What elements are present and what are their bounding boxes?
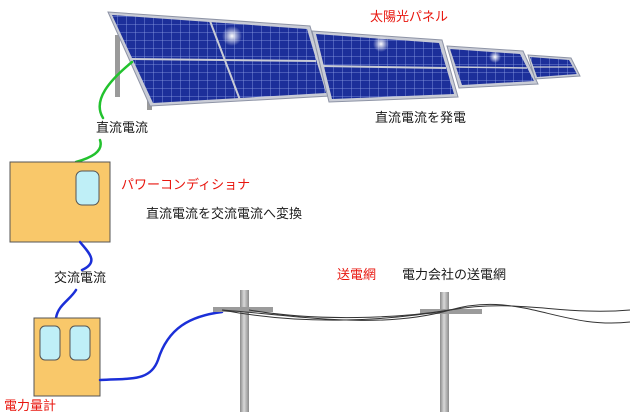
meter-label: 電力量計: [4, 399, 57, 414]
electricity-meter-box: [33, 317, 101, 397]
meter-to-grid-cable: [98, 310, 224, 382]
conditioner-display-window: [75, 170, 100, 206]
grid-label: 送電網: [337, 268, 377, 283]
power-conditioner-label: パワーコンディショナ: [121, 178, 251, 193]
power-conditioner-box: [9, 161, 111, 243]
solar-panel-label: 太陽光パネル: [370, 10, 449, 25]
solar-panel-3: [446, 45, 539, 89]
power-lines: [221, 303, 630, 324]
dc-generation-label: 直流電流を発電: [375, 111, 467, 126]
solar-panel-4: [527, 54, 581, 80]
utility-pole-2: [420, 292, 482, 412]
meter-window-right: [69, 325, 91, 361]
utility-grid-label: 電力会社の送電網: [402, 268, 507, 283]
ac-cable: [54, 240, 93, 320]
solar-panel-1: [107, 11, 331, 107]
ac-current-label: 交流電流: [54, 271, 107, 286]
meter-window-left: [39, 325, 61, 361]
dc-cable: [74, 60, 134, 164]
dc-current-label: 直流電流: [96, 121, 149, 136]
utility-pole-1: [213, 290, 273, 412]
solar-panel-array: [107, 11, 581, 110]
dc-to-ac-label: 直流電流を交流電流へ変換: [146, 207, 303, 222]
solar-panel-2: [311, 30, 459, 103]
